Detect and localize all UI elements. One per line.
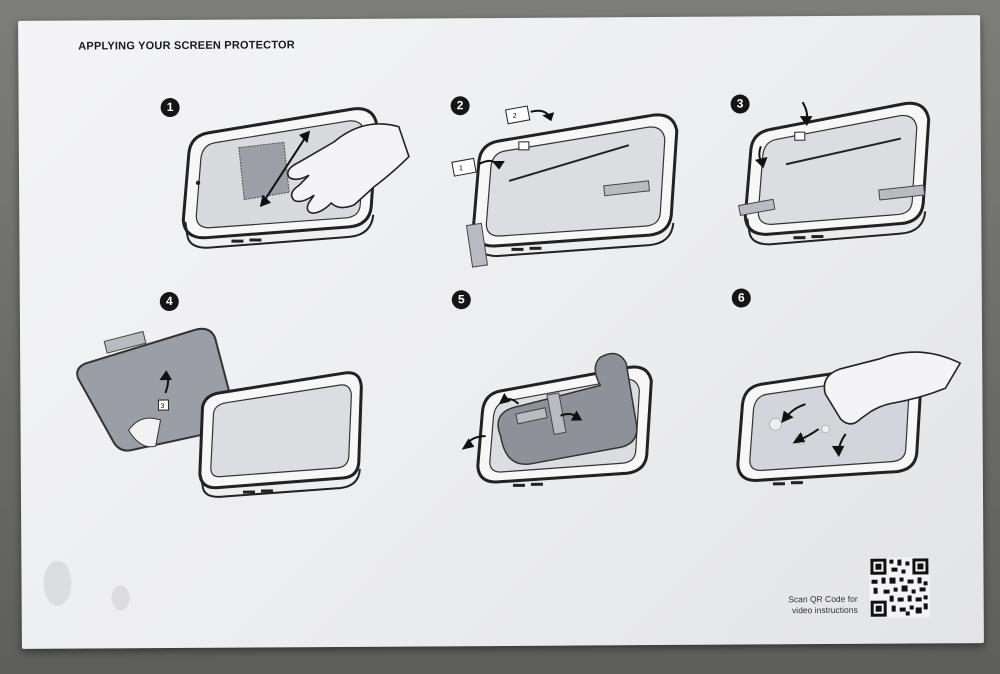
step-1-illustration [181, 107, 410, 249]
arrow-icon [478, 109, 555, 170]
hand-icon [823, 351, 962, 425]
tablet-icon [743, 101, 931, 246]
step-2: 2 1 2 [438, 85, 729, 307]
step-6-illustration [736, 351, 962, 486]
qr-code-icon[interactable] [869, 557, 930, 618]
step-4: 4 3 [60, 287, 363, 509]
step-5: 5 [440, 285, 731, 507]
step-1-number: 1 [160, 97, 180, 118]
step-6-number: 6 [731, 288, 751, 308]
qr-caption-line-2: video instructions [792, 604, 858, 616]
step-1: 1 [149, 86, 440, 308]
step-5-number: 5 [451, 290, 471, 310]
step-3-number: 3 [730, 94, 750, 114]
qr-caption: Scan QR Code for video instructions [748, 594, 858, 617]
arrow-icon [754, 101, 813, 169]
step-3-illustration [738, 101, 931, 246]
arrow-icon [781, 403, 847, 457]
svg-text:3: 3 [160, 403, 164, 410]
step-4-number: 4 [159, 291, 179, 312]
svg-text:1: 1 [459, 165, 463, 172]
cloth-icon [238, 141, 290, 201]
svg-text:2: 2 [513, 113, 517, 120]
sticker-2: 2 [505, 105, 531, 125]
paper-smudge [111, 585, 130, 611]
sticker-3: 3 [157, 399, 169, 411]
page-title: APPLYING YOUR SCREEN PROTECTOR [78, 39, 295, 53]
tablet-icon [198, 371, 363, 498]
sticker-1: 1 [451, 157, 477, 177]
qr-caption-line-1: Scan QR Code for [788, 593, 858, 605]
step-4-illustration: 3 [76, 327, 363, 498]
arrow-icon [259, 130, 311, 208]
arrow-icon [159, 370, 173, 394]
step-6: 6 [720, 283, 1000, 505]
step-5-illustration [461, 352, 653, 487]
step-2-number: 2 [450, 96, 470, 116]
arrow-icon [461, 392, 583, 450]
step-3: 3 [730, 83, 1000, 305]
step-2-illustration: 1 2 [451, 105, 679, 268]
instruction-card: APPLYING YOUR SCREEN PROTECTOR 1 [18, 15, 984, 649]
hand-icon [286, 123, 410, 214]
paper-smudge [43, 560, 72, 606]
